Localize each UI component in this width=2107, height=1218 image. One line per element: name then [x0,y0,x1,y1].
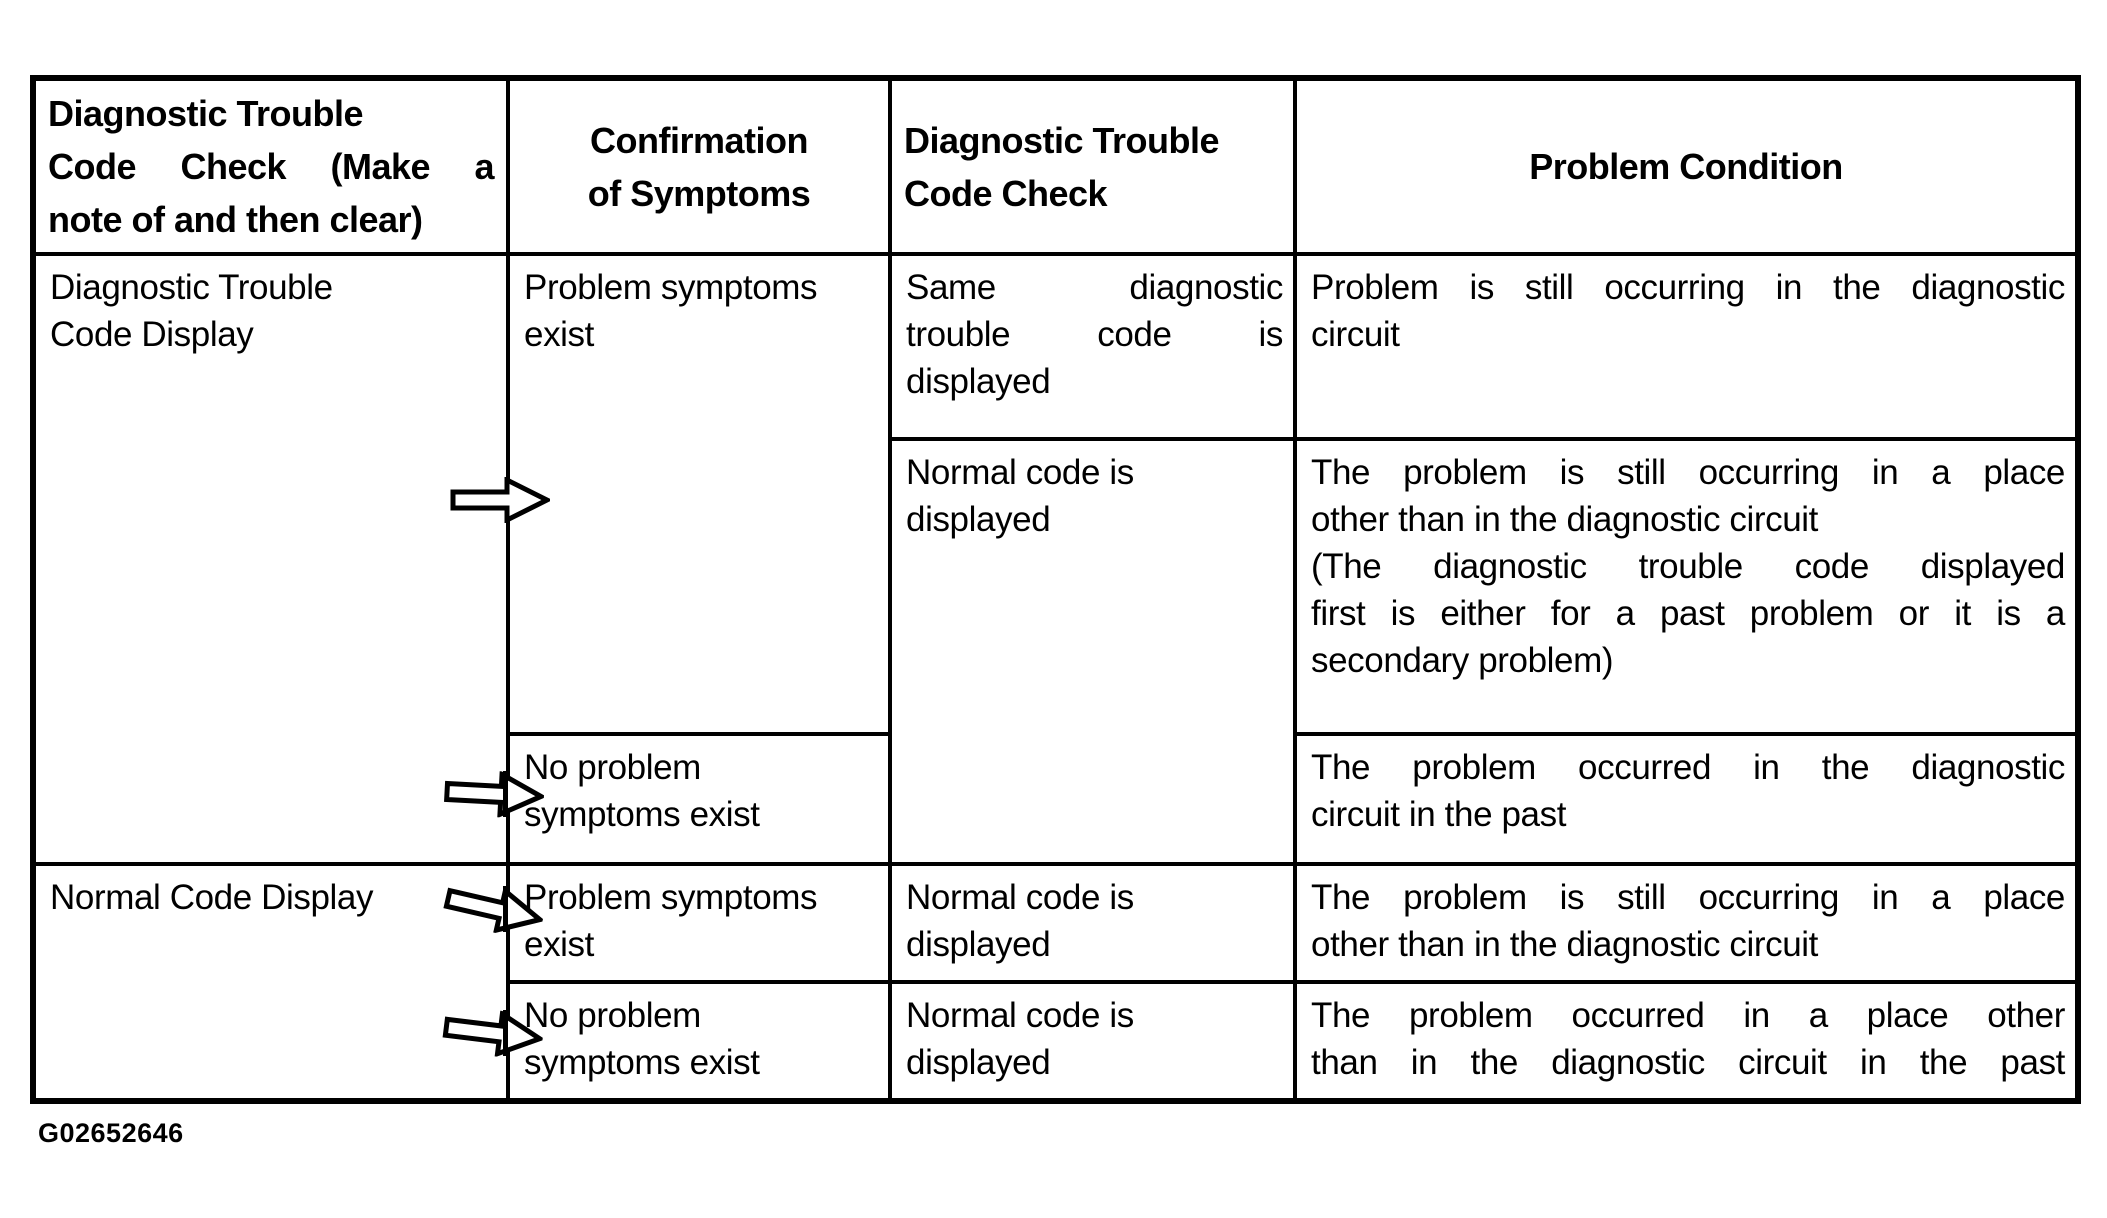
text-line: Code Check (Make a [48,146,495,187]
text-line: Same diagnostic [906,268,1283,307]
cell-normal-code-displayed: Normal code is displayed [888,862,1297,984]
text-line: displayed [906,1043,1051,1082]
text-line: symptoms exist [524,795,760,834]
text-line: exist [524,925,594,964]
text-line: than in the diagnostic circuit in the pa… [1311,1043,2065,1082]
header-row: Diagnostic Trouble Code Check (Make a no… [31,76,2080,256]
text-line: of Symptoms [587,172,811,214]
text-line: displayed [906,925,1051,964]
column-border-segment [503,1010,508,1056]
column-border-segment [503,886,508,932]
text-line: The problem is still occurring in a plac… [1311,453,2065,492]
header-dtc-check-note: Diagnostic Trouble Code Check (Make a no… [31,76,510,256]
table-row: No problem symptoms exist Normal code is… [33,980,2080,1103]
text-line: Problem is still occurring in the diagno… [1311,268,2065,307]
cell-no-problem-symptoms: No problem symptoms exist [506,980,892,1103]
cell-no-problem-symptoms: No problem symptoms exist [506,732,892,866]
cell-problem-still-other-place: The problem is still occurring in a plac… [1293,862,2080,984]
text-line: trouble code is [906,315,1283,354]
text-line: Normal Code Display [50,878,374,917]
text-line: (The diagnostic trouble code displayed [1311,547,2065,586]
right-arrow-icon [450,477,550,523]
text-line: circuit [1311,315,1400,354]
cell-problem-symptoms-exist: Problem symptoms exist [506,862,892,984]
text-line: Problem symptoms [524,268,818,307]
text-line: note of and then clear) [48,199,423,240]
text-line: secondary problem) [1311,641,1614,680]
text-line: Problem symptoms [524,878,818,917]
header-dtc-check: Diagnostic Trouble Code Check [888,76,1297,256]
cell-problem-still-occurring: Problem is still occurring in the diagno… [1293,252,2080,441]
text-line: exist [524,315,594,354]
right-arrow-icon [441,1004,546,1062]
text-line: No problem [524,996,701,1035]
cell-problem-symptoms-exist: Problem symptoms exist [506,252,892,736]
text-line: other than in the diagnostic circuit [1311,925,1819,964]
text-line: Confirmation [590,119,808,161]
cell-problem-other-place: The problem is still occurring in a plac… [1293,437,2080,736]
figure-id: G02652646 [38,1118,184,1148]
text-line: Diagnostic Trouble [50,268,333,307]
text-line: Normal code is [906,453,1134,492]
table-row: Normal code is displayed The problem is … [33,437,2080,866]
text-line: The problem occurred in the diagnostic [1311,748,2065,787]
text-line: Normal code is [906,878,1134,917]
text-line: No problem [524,748,701,787]
text-line: Diagnostic Trouble [48,93,364,134]
table-row: Diagnostic Trouble Code Display Problem … [31,252,2080,866]
text-line: displayed [906,500,1051,539]
text-line: The problem occurred in a place other [1311,996,2065,1035]
header-confirmation-of-symptoms: Confirmation of Symptoms [506,76,892,256]
text-line: Code Display [50,315,254,354]
text-line: Code Check [904,172,1108,214]
text-line: Normal code is [906,996,1134,1035]
text-line: first is either for a past problem or it… [1311,594,2065,633]
table-row: Normal Code Display Problem symptoms exi… [31,862,2080,1103]
header-problem-condition: Problem Condition [1293,76,2080,256]
text-line: Diagnostic Trouble [904,119,1220,161]
text-line: Problem Condition [1529,146,1843,187]
text-line: symptoms exist [524,1043,760,1082]
text-line: displayed [906,362,1051,401]
text-line: The problem is still occurring in a plac… [1311,878,2065,917]
text-line: other than in the diagnostic circuit [1311,500,1819,539]
text-line: circuit in the past [1311,795,1567,834]
cell-normal-code-displayed: Normal code is displayed [888,980,1297,1103]
cell-normal-code-display: Normal Code Display [31,862,510,1103]
cell-problem-occurred-other-past: The problem occurred in a place other th… [1293,980,2080,1103]
table-row: No problem symptoms exist The problem oc… [33,732,2080,866]
cell-same-code-displayed: Same diagnostic trouble code is displaye… [888,252,1297,441]
column-border-segment [503,771,508,817]
right-arrow-icon [443,768,546,819]
cell-dtc-display: Diagnostic Trouble Code Display [31,252,510,866]
cell-problem-occurred-past: The problem occurred in the diagnostic c… [1293,732,2080,866]
diagnostic-code-table: Diagnostic Trouble Code Check (Make a no… [30,75,2081,1104]
cell-normal-code-displayed: Normal code is displayed [888,437,1297,866]
